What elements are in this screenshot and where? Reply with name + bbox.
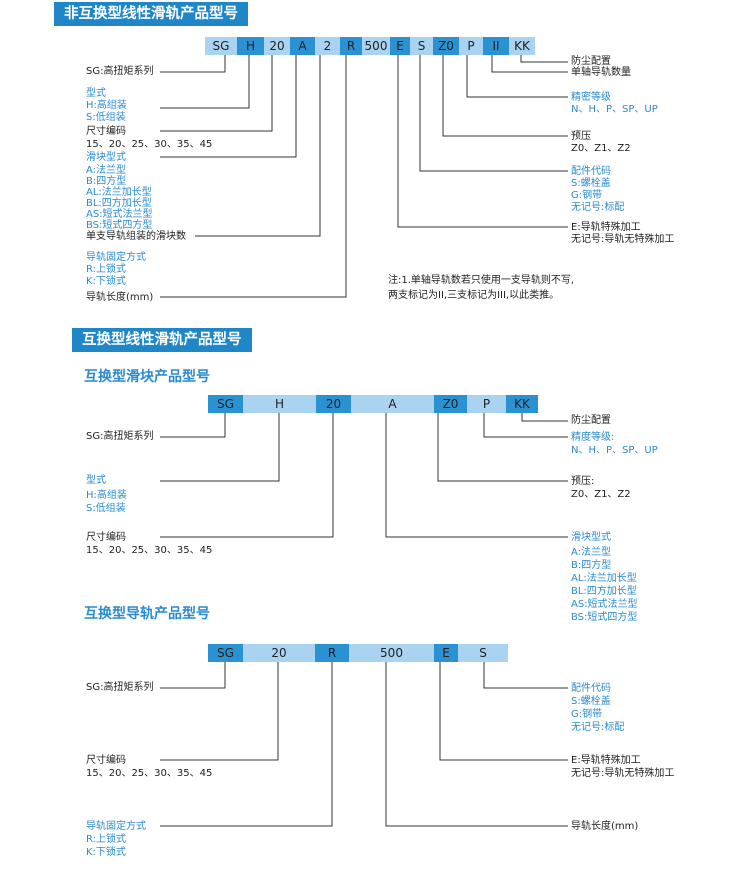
code-block-count: 2 <box>315 37 340 55</box>
s2-type-s: S:低组装 <box>86 503 126 514</box>
code-rail-count: II <box>483 37 509 55</box>
s1-acc-title: 配件代码 <box>571 166 611 177</box>
s2-block-bs: BS:短式四方型 <box>571 612 638 623</box>
s1-size-title: 尺寸编码 <box>86 126 126 137</box>
code-size: 20 <box>264 37 290 55</box>
code-accessory: S <box>410 37 433 55</box>
s2-block-a: A:法兰型 <box>571 547 612 558</box>
s3-length: 导轨长度(mm) <box>571 821 639 832</box>
section1-header: 非互换型线性滑轨产品型号 <box>54 2 248 26</box>
s1-block-title: 滑块型式 <box>86 152 126 163</box>
s1-e-special: E:导轨特殊加工 <box>571 222 641 233</box>
s2-block-bl: BL:四方加长型 <box>571 586 637 597</box>
s2-block-as: AS:短式法兰型 <box>571 599 638 610</box>
s3-e-none: 无记号:导轨无特殊加工 <box>571 768 675 779</box>
s3-size-title: 尺寸编码 <box>86 755 126 766</box>
s1-dust: 防尘配置 <box>571 56 611 67</box>
code-precision: P <box>467 395 506 413</box>
s1-fix-title: 导轨固定方式 <box>86 252 146 263</box>
code-size: 20 <box>316 395 351 413</box>
s1-block-bs: BS:短式四方型 <box>86 220 153 231</box>
s2-type-h: H:高组装 <box>86 490 127 501</box>
s3-acc-g: G:钢带 <box>571 709 603 720</box>
code-length: 500 <box>349 644 434 662</box>
s1-prec-values: N、H、P、SP、UP <box>571 104 658 115</box>
code-precision: P <box>459 37 483 55</box>
s1-preload-values: Z0、Z1、Z2 <box>571 143 631 154</box>
code-length: 500 <box>362 37 390 55</box>
s3-size-values: 15、20、25、30、35、45 <box>86 768 213 779</box>
s1-e-none: 无记号:导轨无特殊加工 <box>571 234 675 245</box>
s2-type-title: 型式 <box>86 475 106 486</box>
s1-block-a: A:法兰型 <box>86 165 127 176</box>
s1-block-bl: BL:四方加长型 <box>86 198 152 209</box>
s2-prec-title: 精度等级: <box>571 432 615 443</box>
code-series: SG <box>208 644 243 662</box>
s1-note-line1: 注:1.单轴导轨数若只使用一支导轨则不写, <box>388 275 575 286</box>
s1-block-as: AS:短式法兰型 <box>86 209 153 220</box>
code-type: H <box>237 37 264 55</box>
s1-acc-s: S:螺栓盖 <box>571 178 611 189</box>
s1-block-al: AL:法兰加长型 <box>86 187 152 198</box>
s3-series-label: SG:高扭矩系列 <box>86 682 154 693</box>
s3-acc-title: 配件代码 <box>571 683 611 694</box>
s2-prec-values: N、H、P、SP、UP <box>571 445 658 456</box>
code-dust: KK <box>506 395 538 413</box>
s3-acc-s: S:螺栓盖 <box>571 696 611 707</box>
model-code-bar-3: SG 20 R 500 E S <box>208 644 508 662</box>
s1-note-line2: 两支标记为II,三支标记为III,以此类推。 <box>388 290 560 301</box>
code-series: SG <box>208 395 243 413</box>
s3-fix-k: K:下锁式 <box>86 847 126 858</box>
s3-fix-r: R:上锁式 <box>86 834 127 845</box>
s2-series-label: SG:高扭矩系列 <box>86 431 154 442</box>
rail-model-subtitle: 互换型导轨产品型号 <box>84 606 210 622</box>
s1-block-count: 单支导轨组装的滑块数 <box>86 231 186 242</box>
block-model-subtitle: 互换型滑块产品型号 <box>84 369 210 385</box>
s2-size-values: 15、20、25、30、35、45 <box>86 545 213 556</box>
s1-type-s: S:低组装 <box>86 112 126 123</box>
code-dust: KK <box>509 37 535 55</box>
code-block-type: A <box>290 37 315 55</box>
s1-preload-title: 预压 <box>571 131 591 142</box>
s2-block-title: 滑块型式 <box>571 532 611 543</box>
s2-block-b: B:四方型 <box>571 560 612 571</box>
code-series: SG <box>205 37 237 55</box>
s1-acc-g: G:钢带 <box>571 190 603 201</box>
s2-size-title: 尺寸编码 <box>86 532 126 543</box>
s2-dust: 防尘配置 <box>571 415 611 426</box>
s1-series-label: SG:高扭矩系列 <box>86 66 154 77</box>
code-size: 20 <box>243 644 315 662</box>
s1-block-b: B:四方型 <box>86 176 127 187</box>
s1-type-h: H:高组装 <box>86 100 127 111</box>
s1-fix-r: R:上锁式 <box>86 264 127 275</box>
s1-prec-title: 精密等级 <box>571 92 611 103</box>
s3-acc-none: 无记号:标配 <box>571 722 625 733</box>
code-preload: Z0 <box>433 37 459 55</box>
s2-preload-title: 预压: <box>571 476 595 487</box>
code-special: E <box>434 644 458 662</box>
model-code-bar-2: SG H 20 A Z0 P KK <box>208 395 538 413</box>
s2-preload-values: Z0、Z1、Z2 <box>571 489 631 500</box>
s2-block-al: AL:法兰加长型 <box>571 573 637 584</box>
s1-rail-count: 单轴导轨数量 <box>571 67 631 78</box>
s1-acc-none: 无记号:标配 <box>571 202 625 213</box>
model-code-bar-1: SG H 20 A 2 R 500 E S Z0 P II KK <box>205 37 535 55</box>
code-preload: Z0 <box>434 395 467 413</box>
code-type: H <box>243 395 316 413</box>
s3-fix-title: 导轨固定方式 <box>86 821 146 832</box>
s1-length: 导轨长度(mm) <box>86 292 154 303</box>
s1-size-values: 15、20、25、30、35、45 <box>86 139 213 150</box>
section2-header: 互换型线性滑轨产品型号 <box>72 328 252 352</box>
code-accessory: S <box>458 644 508 662</box>
s1-fix-k: K:下锁式 <box>86 276 126 287</box>
code-special: E <box>390 37 410 55</box>
code-block-type: A <box>351 395 434 413</box>
s1-type-title: 型式 <box>86 88 106 99</box>
code-rail-fix: R <box>315 644 349 662</box>
s3-e-special: E:导轨特殊加工 <box>571 755 641 766</box>
code-rail-fix: R <box>340 37 362 55</box>
